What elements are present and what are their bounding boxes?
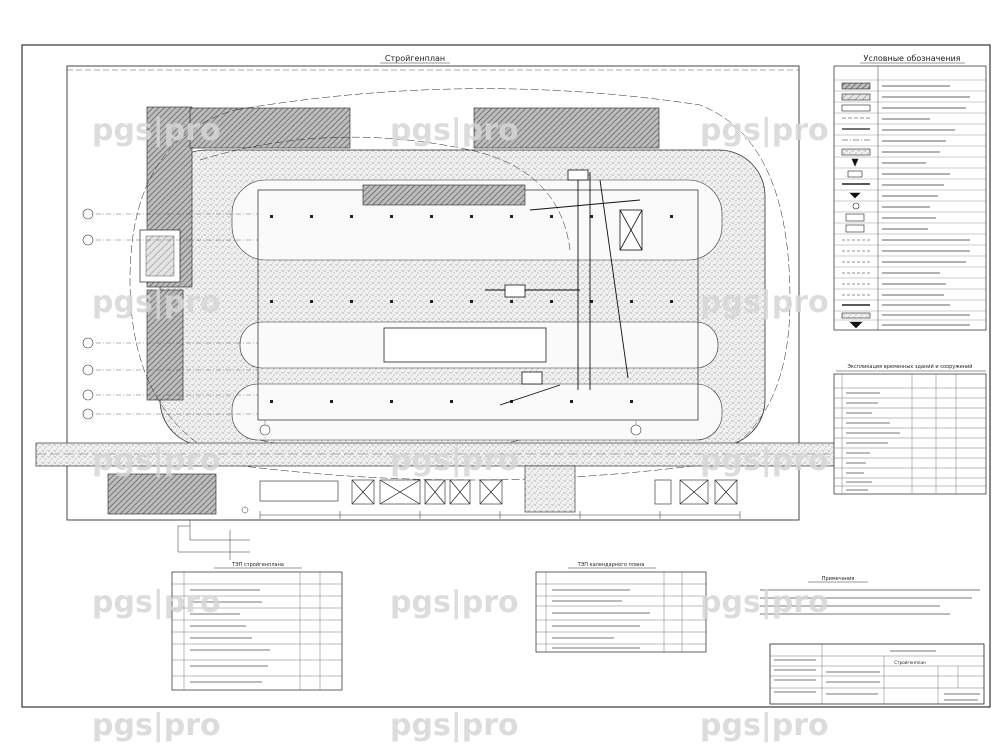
- title-block: Стройгенплан: [769, 643, 985, 705]
- tep-calendar-table: ТЭП календарного плана: [535, 562, 707, 653]
- watermark: pgs|pro: [700, 113, 829, 148]
- watermark: pgs|pro: [390, 708, 519, 743]
- watermark: pgs|pro: [92, 443, 221, 478]
- watermarks: pgs|pro pgs|pro pgs|pro pgs|pro pgs|pro …: [92, 113, 829, 743]
- inner-island-bottom: [231, 383, 723, 441]
- site-plan-title: Стройгенплан: [385, 54, 445, 63]
- temporary-building-marks: [351, 479, 738, 505]
- tower-cranes: [504, 169, 643, 385]
- legend-descriptions: [882, 85, 970, 326]
- building-top-left: [189, 107, 351, 149]
- column-grid: [96, 213, 637, 450]
- watermark: pgs|pro: [700, 285, 829, 320]
- crane-paths: [485, 172, 641, 406]
- sheet-frame: [21, 44, 991, 708]
- watermark: pgs|pro: [390, 113, 519, 148]
- building-core: [383, 327, 547, 363]
- watermark: pgs|pro: [92, 113, 221, 148]
- watermark: pgs|pro: [390, 585, 519, 620]
- notes-title: Примечания: [822, 576, 855, 582]
- legend-table: Условные обозначения: [833, 54, 987, 331]
- watermark: pgs|pro: [390, 443, 519, 478]
- axis-bubbles: [82, 208, 642, 436]
- watermark: pgs|pro: [700, 585, 829, 620]
- site-plan: Стройгенплан: [35, 54, 847, 560]
- watermark: pgs|pro: [92, 708, 221, 743]
- watermark: pgs|pro: [700, 708, 829, 743]
- title-block-sheet-name: Стройгенплан: [894, 660, 926, 665]
- legend-title: Условные обозначения: [863, 54, 960, 63]
- site-fence: [66, 65, 800, 521]
- watermark: pgs|pro: [92, 285, 221, 320]
- watermark: pgs|pro: [700, 443, 829, 478]
- explication-table: Экспликация временных зданий и сооружени…: [833, 363, 987, 495]
- warehouse-top: [362, 184, 526, 206]
- tep-site-table: ТЭП стройгенплана: [171, 561, 343, 691]
- inner-island-top: [231, 179, 723, 261]
- tep-calendar-title: ТЭП календарного плана: [577, 562, 645, 568]
- utility-lines: [177, 506, 250, 560]
- building-columns: [270, 215, 673, 403]
- tep-site-title: ТЭП стройгенплана: [231, 561, 284, 568]
- building-left-lower: [146, 289, 184, 401]
- watermark: pgs|pro: [92, 585, 221, 620]
- storage-area-bottom: [107, 473, 217, 515]
- explication-title: Экспликация временных зданий и сооружени…: [847, 363, 972, 370]
- notes-block: Примечания: [760, 576, 980, 615]
- legend-symbols: [841, 82, 871, 329]
- building-top-right: [473, 107, 660, 149]
